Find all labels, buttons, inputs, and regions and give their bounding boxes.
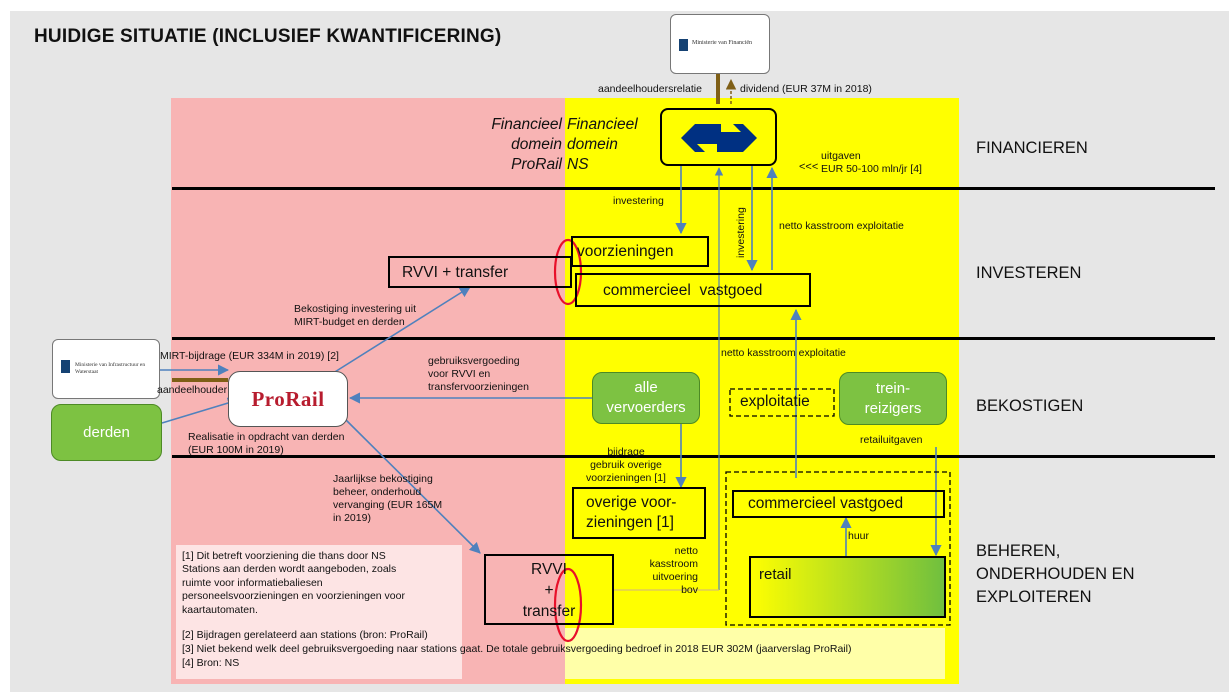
minienw-logo: Ministerie van Infrastructuur en Waterst… — [52, 339, 160, 399]
box-alle-vervoerders-label: alle vervoerders — [606, 379, 686, 416]
box-alle-vervoerders: alle vervoerders — [592, 372, 700, 424]
box-rvvi-transfer-top: RVVI + transfer — [388, 256, 572, 288]
retail-box-fill — [749, 556, 946, 618]
footnote-panel-extension — [565, 628, 945, 679]
label-bekostiging-investering: Bekostiging investering uit MIRT-budget … — [294, 303, 416, 328]
footnote-4: [4] Bron: NS — [182, 657, 240, 669]
minfin-logo: Ministerie van Financiën — [670, 14, 770, 74]
minienw-logo-text: Ministerie van Infrastructuur en Waterst… — [75, 362, 146, 375]
minfin-logo-text: Ministerie van Financiën — [692, 40, 752, 46]
box-treinreizigers-label: trein- reizigers — [864, 379, 922, 417]
box-overige-voorzieningen: overige voor- zieningen [1] — [572, 487, 706, 539]
band-divider-financieren — [172, 187, 1215, 190]
arrow-derden-prorail — [161, 397, 240, 424]
label-aandeelhoudersrelatie: aandeelhoudersrelatie — [598, 83, 702, 95]
footnote-2: [2] Bijdragen gerelateerd aan stations (… — [182, 629, 428, 641]
label-investering-2: investering — [735, 207, 747, 258]
rijkswapen-icon — [61, 360, 70, 373]
box-exploitatie-label: exploitatie — [740, 393, 810, 410]
box-treinreizigers: trein- reizigers — [839, 372, 947, 425]
box-commercieel-vastgoed-top: commercieel vastgoed — [575, 273, 811, 307]
label-realisatie: Realisatie in opdracht van derden (EUR 1… — [188, 431, 345, 456]
arrow-jaarlijkse-bekostiging — [343, 417, 481, 554]
box-rvvi-transfer-bottom: RVVI + transfer — [484, 554, 614, 625]
footnote-3: [3] Niet bekend welk deel gebruiksvergoe… — [182, 643, 852, 655]
box-retail-label: retail — [759, 566, 792, 583]
label-bijdrage-overige: bijdrage gebruik overige voorzieningen [… — [586, 446, 666, 484]
label-gebruiksvergoeding: gebruiksvergoeding voor RVVI en transfer… — [428, 355, 529, 393]
band-label-investeren: INVESTEREN — [976, 264, 1082, 282]
page-title: HUIDIGE SITUATIE (INCLUSIEF KWANTIFICERI… — [34, 26, 502, 47]
footnote-1: [1] Dit betreft voorziening die thans do… — [182, 550, 405, 616]
ns-logo-icon — [681, 124, 757, 152]
label-huur: huur — [848, 530, 870, 542]
label-retailuitgaven: retailuitgaven — [860, 434, 923, 446]
highlight-ellipse-bottom — [553, 567, 583, 643]
band-label-financieren: FINANCIEREN — [976, 139, 1088, 157]
footnote-panel — [176, 545, 462, 679]
box-commercieel-vastgoed-bottom: commercieel vastgoed — [732, 490, 945, 518]
box-derden: derden — [51, 404, 162, 461]
arrow-bekostiging-investering — [329, 286, 471, 376]
dashed-group-exploitatie-assets — [725, 471, 951, 626]
label-financieel-domein-ns: Financieel domein NS — [567, 116, 638, 173]
prorail-logo: ProRail — [228, 371, 348, 427]
band-label-beheren: BEHEREN, ONDERHOUDEN EN EXPLOITEREN — [976, 542, 1135, 606]
band-label-bekostigen: BEKOSTIGEN — [976, 397, 1084, 415]
label-netto-kasstroom-uitvoering: netto kasstroom uitvoering bov — [649, 545, 698, 596]
label-jaarlijkse-bekostiging: Jaarlijkse bekostiging beheer, onderhoud… — [333, 473, 443, 524]
label-dividend: dividend (EUR 37M in 2018) — [740, 83, 872, 95]
highlight-ellipse-top — [553, 238, 583, 306]
band-divider-bekostigen — [172, 455, 1215, 458]
label-netto-kasstroom-1: netto kasstroom exploitatie — [779, 220, 904, 232]
label-uitgaven-arrows: <<< — [799, 161, 819, 173]
label-uitgaven: uitgaven EUR 50-100 mln/jr [4] — [821, 150, 922, 175]
label-investering-1: investering — [613, 195, 664, 207]
label-mirt-bijdrage: MIRT-bijdrage (EUR 334M in 2019) [2] — [160, 350, 339, 362]
box-voorzieningen: voorzieningen — [571, 236, 709, 267]
rijkswapen-icon — [679, 39, 688, 51]
label-netto-kasstroom-2: netto kasstroom exploitatie — [721, 347, 846, 359]
ns-logo-box — [660, 108, 777, 166]
prorail-logo-text: ProRail — [251, 386, 325, 411]
label-aandeelhouder: aandeelhouder — [157, 384, 228, 396]
exploitatie-box-border — [729, 388, 835, 417]
band-divider-investeren — [172, 337, 1215, 340]
box-derden-label: derden — [83, 423, 130, 441]
label-financieel-domein-prorail: Financieel domein ProRail — [491, 116, 562, 173]
